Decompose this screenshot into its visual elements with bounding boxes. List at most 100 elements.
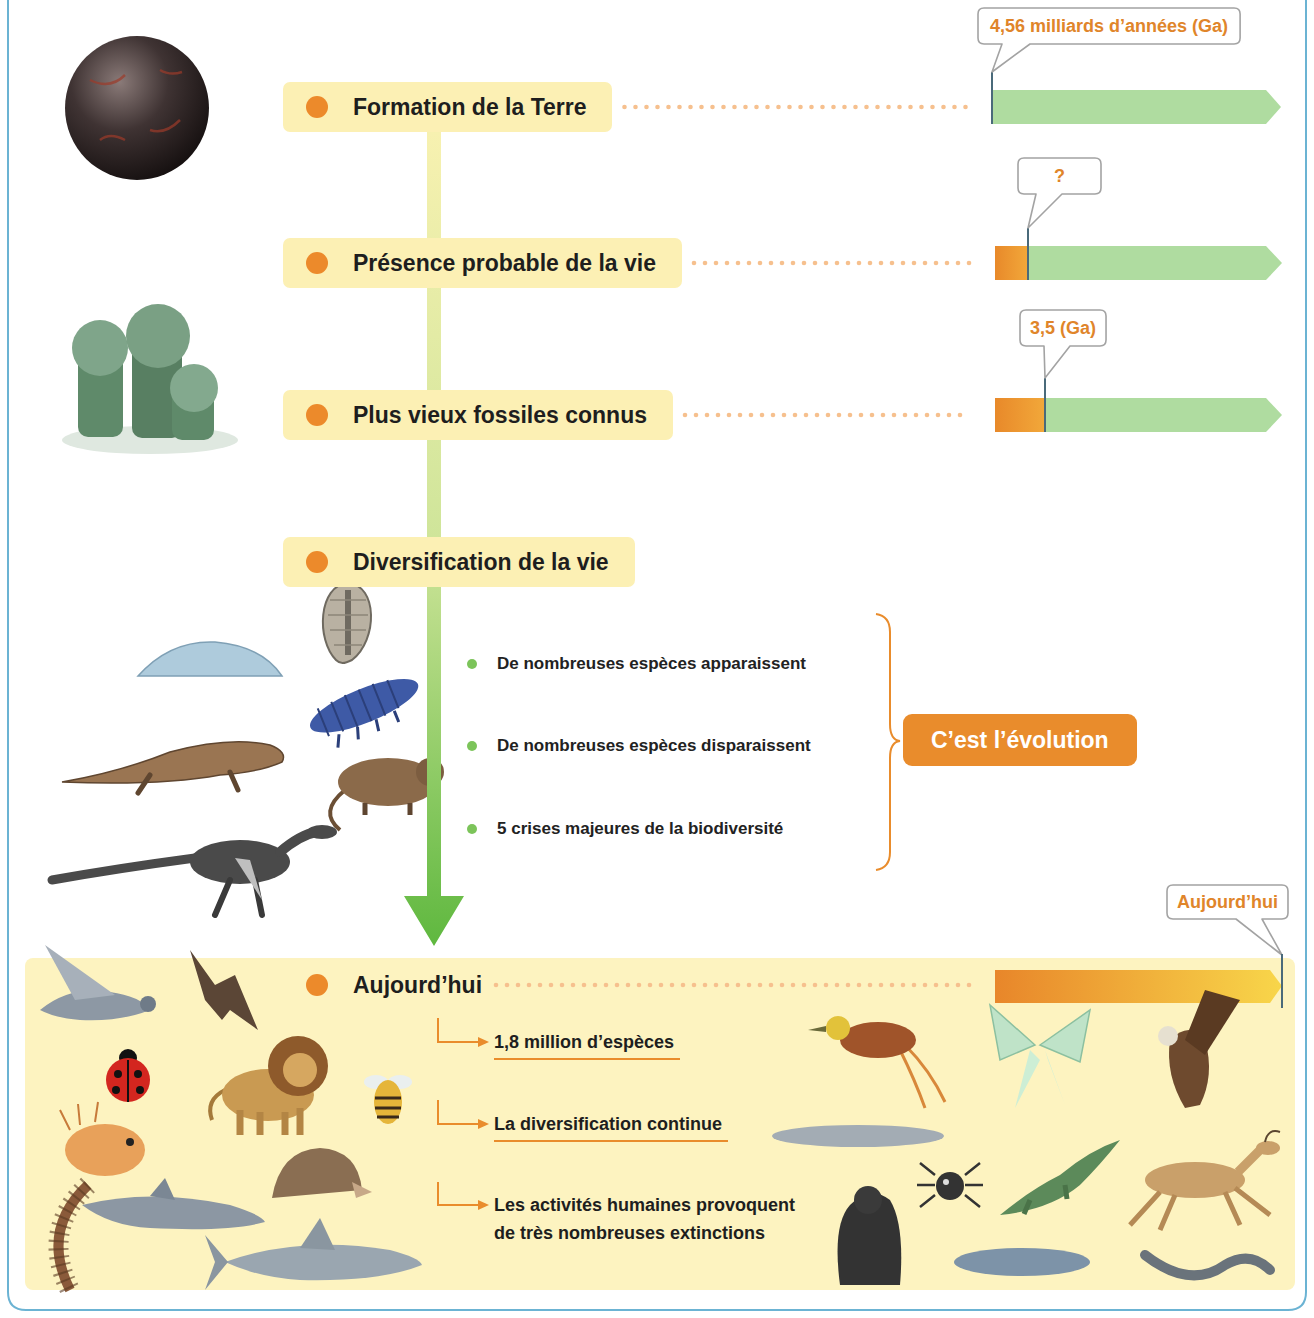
fact-text: 1,8 million d’espèces <box>494 1028 680 1060</box>
dotted-leader <box>930 105 935 110</box>
timeline-bar <box>992 90 1281 124</box>
gorilla-drawing <box>838 1186 902 1285</box>
fact-text: Les activités humaines provoquent de trè… <box>494 1191 810 1247</box>
dotted-leader <box>743 105 748 110</box>
hedgehog-drawing <box>352 1182 372 1198</box>
crocodile-drawing <box>1024 1185 1067 1214</box>
arthropod-drawing <box>304 668 424 743</box>
dinosaur-drawing <box>52 858 195 880</box>
dotted-leader <box>919 105 924 110</box>
dotted-leader <box>703 983 708 988</box>
item-arrow <box>438 1018 489 1210</box>
dotted-leader <box>958 413 963 418</box>
timeline-spine <box>427 440 441 537</box>
stromatolite-drawing <box>126 304 190 368</box>
mackerel-drawing <box>954 1248 1090 1276</box>
dotted-leader <box>967 983 972 988</box>
dotted-leader <box>809 105 814 110</box>
lion-drawing <box>240 1108 300 1135</box>
spider-drawing <box>917 1163 983 1207</box>
tetrapod-drawing <box>62 742 284 783</box>
dotted-leader <box>549 983 554 988</box>
timeline-bar <box>995 398 1282 432</box>
dotted-leader <box>802 983 807 988</box>
dotted-leader <box>725 983 730 988</box>
dotted-leader <box>527 983 532 988</box>
dotted-leader <box>868 983 873 988</box>
dotted-leader <box>604 983 609 988</box>
dotted-leader <box>593 983 598 988</box>
dotted-leader <box>857 261 862 266</box>
dotted-leader <box>912 983 917 988</box>
spider-drawing <box>943 1179 949 1185</box>
dotted-leader <box>945 261 950 266</box>
item-arrow <box>478 1200 489 1210</box>
arthropod-drawing <box>304 668 429 754</box>
dotted-leader <box>754 105 759 110</box>
dotted-leader <box>798 105 803 110</box>
fish-drawing <box>60 1102 145 1176</box>
dotted-leader <box>622 105 627 110</box>
callout-shape <box>1018 158 1101 228</box>
gazelle-drawing <box>1130 1188 1270 1230</box>
callout-bubble: Aujourd’hui <box>1167 885 1288 919</box>
dotted-leader <box>681 983 686 988</box>
stage-title: Formation de la Terre <box>353 93 586 121</box>
ladybug-drawing <box>127 1060 129 1102</box>
ladybug-drawing <box>112 1086 120 1094</box>
band-heading: Aujourd’hui <box>353 971 482 999</box>
dotted-leader <box>582 983 587 988</box>
bird-of-paradise-drawing <box>826 1016 850 1040</box>
timeline-bar <box>995 970 1282 1003</box>
curly-bracket <box>876 614 900 870</box>
bird-of-paradise-drawing <box>808 1026 826 1032</box>
dotted-leader <box>864 105 869 110</box>
timeline-bar <box>1044 378 1046 432</box>
stage-box: Plus vieux fossiles connus <box>283 390 673 440</box>
dotted-leader <box>736 261 741 266</box>
pigeon-drawing <box>40 945 156 1020</box>
dotted-leader <box>714 261 719 266</box>
callout-shape <box>1020 310 1106 378</box>
ladybug-drawing <box>106 1049 150 1102</box>
dotted-leader <box>945 983 950 988</box>
callout-text: Aujourd’hui <box>1177 890 1278 914</box>
dotted-leader <box>815 413 820 418</box>
eel-drawing <box>1145 1255 1270 1275</box>
dotted-leader <box>494 983 499 988</box>
trilobite-drawing <box>323 583 371 663</box>
callout-shape <box>978 8 1240 72</box>
bee-drawing <box>375 1098 401 1117</box>
hedgehog-drawing <box>272 1148 372 1198</box>
mammal-drawing <box>330 790 345 830</box>
moth-drawing <box>990 1005 1090 1108</box>
crocodile-drawing <box>1000 1140 1120 1215</box>
dotted-leader <box>820 105 825 110</box>
dotted-leader <box>688 105 693 110</box>
dotted-leader <box>505 983 510 988</box>
dotted-leader <box>892 413 897 418</box>
bullet-text: De nombreuses espèces apparaissent <box>497 653 806 675</box>
dotted-leader <box>494 983 972 988</box>
dotted-leader <box>947 413 952 418</box>
dinosaur-drawing <box>52 825 337 915</box>
dotted-leader <box>727 413 732 418</box>
gazelle-drawing <box>1130 1131 1280 1230</box>
item-arrow <box>478 1119 489 1129</box>
callout-text: 3,5 (Ga) <box>1030 316 1096 340</box>
mammal-drawing <box>330 758 444 830</box>
callout-bubble: 3,5 (Ga) <box>1020 310 1106 346</box>
shark-drawing <box>205 1218 422 1290</box>
dotted-leader <box>666 105 671 110</box>
arthropod-drawing <box>333 711 399 748</box>
timeline-bar <box>995 246 1282 280</box>
dotted-leader <box>703 261 708 266</box>
dotted-leader <box>853 105 858 110</box>
dotted-leader <box>787 105 792 110</box>
dotted-leader <box>881 413 886 418</box>
dotted-leader <box>659 983 664 988</box>
dotted-leader <box>736 983 741 988</box>
flow-arrow <box>404 587 464 946</box>
